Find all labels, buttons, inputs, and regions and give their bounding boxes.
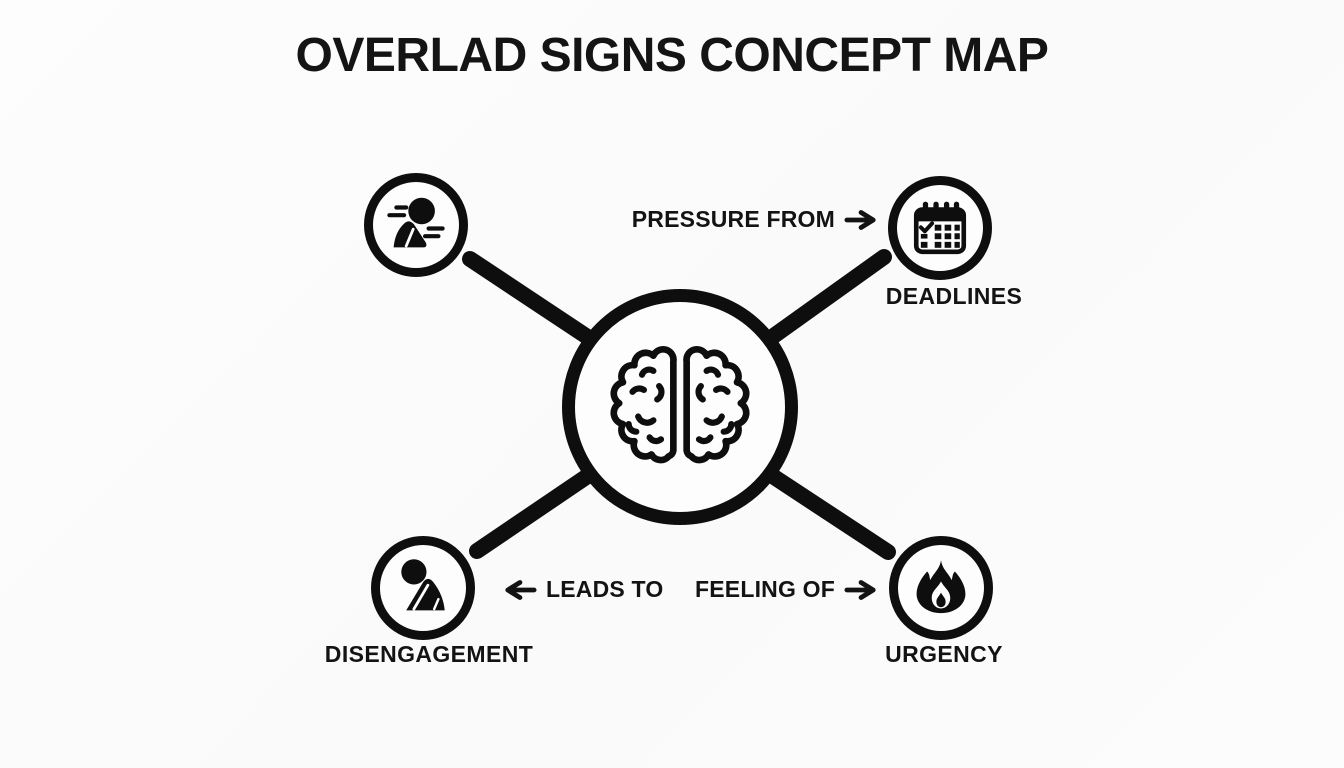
edge-top-right	[760, 249, 892, 348]
leads-to-text: LEADS TO	[546, 576, 664, 602]
node-label-disengagement: DISENGAGEMENT	[324, 641, 534, 667]
rushing-person-icon	[387, 197, 445, 248]
node-label-deadlines: DEADLINES	[885, 283, 1023, 309]
node-overwhelmed-person	[364, 173, 468, 277]
edge-bottom-left	[469, 465, 600, 559]
node-deadlines-calendar	[888, 176, 992, 280]
page-title: OVERLAD SIGNS CONCEPT MAP	[295, 29, 1049, 82]
feeling-of-text: FEELING OF	[695, 576, 835, 602]
edge-top-left	[462, 251, 600, 348]
slumped-person-icon	[401, 559, 445, 611]
left-arrow-icon	[505, 579, 537, 600]
node-urgency-flame	[889, 536, 993, 640]
edge-label-leads-to: LEADS TO	[503, 576, 663, 603]
pressure-from-text: PRESSURE FROM	[631, 206, 835, 232]
node-disengaged-person	[371, 536, 475, 640]
brain-icon	[610, 346, 750, 464]
edge-bottom-right	[760, 465, 896, 560]
edge-label-pressure-from: PRESSURE FROM	[632, 206, 878, 233]
central-node-brain	[562, 289, 798, 525]
calendar-icon	[913, 201, 967, 255]
edge-label-feeling-of: FEELING OF	[695, 576, 878, 603]
flame-icon	[916, 560, 966, 614]
right-arrow-icon	[844, 579, 876, 600]
node-label-urgency: URGENCY	[885, 641, 1003, 667]
right-arrow-icon	[844, 209, 876, 230]
